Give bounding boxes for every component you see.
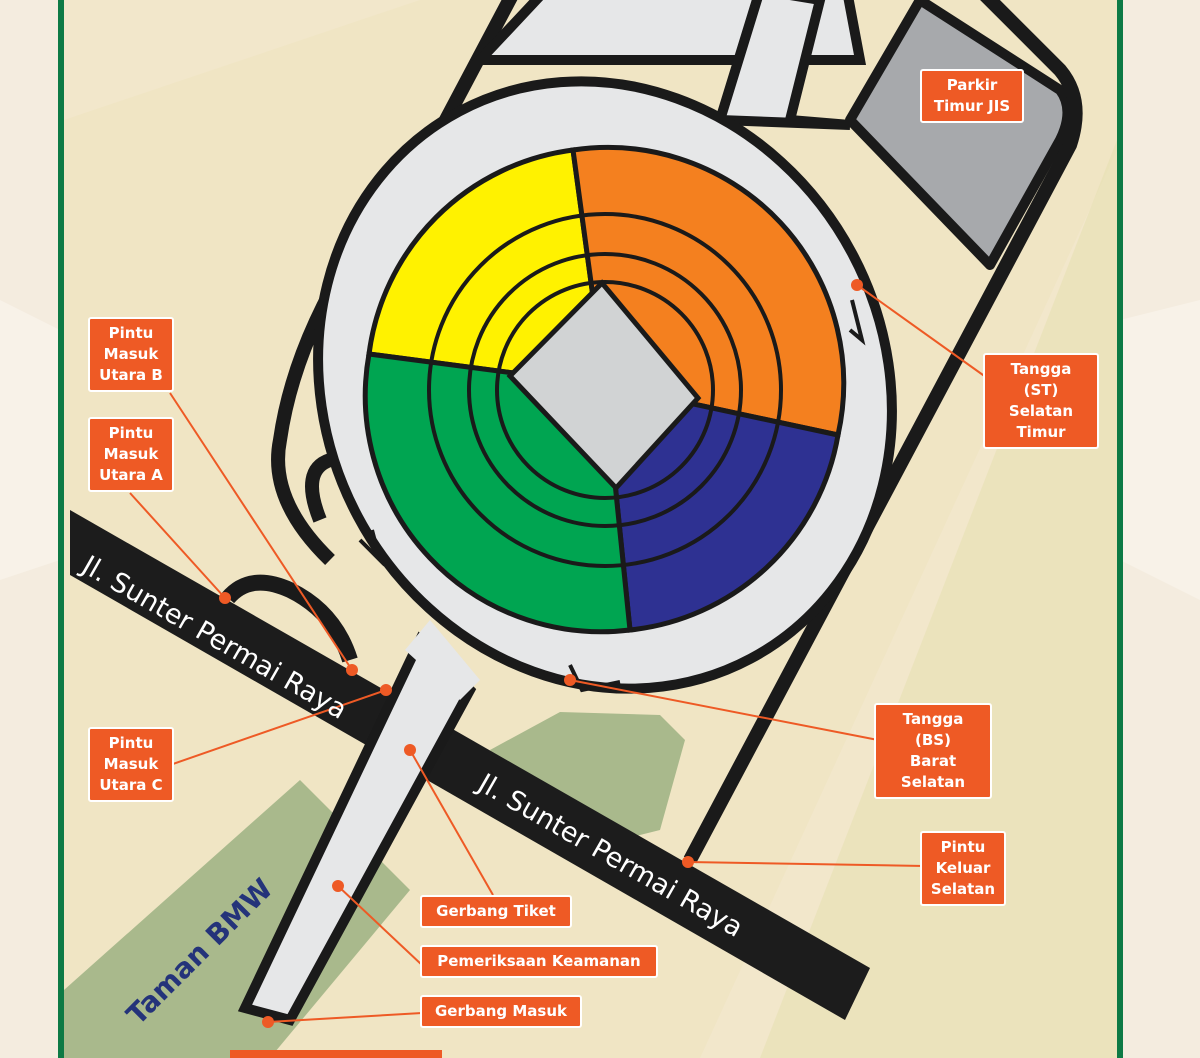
label-stairs-southwest: Tangga (BS) Barat Selatan <box>874 703 992 799</box>
label-entrance-gate: Gerbang Masuk <box>420 995 582 1028</box>
tier-ring-2 <box>467 252 743 528</box>
label-gate-north-b: Pintu Masuk Utara B <box>88 317 174 392</box>
label-parking-east: Parkir Timur JIS <box>920 69 1024 123</box>
parking-east <box>845 0 1073 270</box>
partial-label-bottom <box>230 1050 442 1058</box>
marker-gate-north-c <box>380 684 392 696</box>
marker-stairs-southwest <box>564 674 576 686</box>
marker-ticket-gate <box>404 744 416 756</box>
marker-security-check <box>332 880 344 892</box>
park-area-south <box>490 712 685 850</box>
tier-ring-3 <box>495 280 715 500</box>
marker-gate-north-a <box>219 592 231 604</box>
label-gate-north-a: Pintu Masuk Utara A <box>88 417 174 492</box>
pitch <box>506 279 702 492</box>
sector-south <box>602 381 841 633</box>
marker-entrance-gate <box>262 1016 274 1028</box>
label-ticket-gate: Gerbang Tiket <box>420 895 572 928</box>
outer-road-east <box>683 0 1083 864</box>
access-loop <box>221 574 358 663</box>
marker-gate-north-b <box>346 664 358 676</box>
stair-notch-southeast <box>848 299 866 346</box>
label-gate-north-c: Pintu Masuk Utara C <box>88 727 174 802</box>
stair-notch-west <box>358 529 384 567</box>
leader-lines <box>129 284 991 1023</box>
seating-sectors <box>362 144 847 635</box>
label-security-check: Pemeriksaan Keamanan <box>420 945 658 978</box>
location-markers <box>219 279 863 1028</box>
label-exit-south: Pintu Keluar Selatan <box>920 831 1006 906</box>
tier-ring-1 <box>427 212 783 568</box>
main-street <box>70 510 870 1020</box>
label-stairs-southeast: Tangga (ST) Selatan Timur <box>983 353 1099 449</box>
sector-north <box>366 147 608 388</box>
marker-stairs-southeast <box>851 279 863 291</box>
marker-exit-south <box>682 856 694 868</box>
stair-notch-southwest <box>568 664 621 693</box>
